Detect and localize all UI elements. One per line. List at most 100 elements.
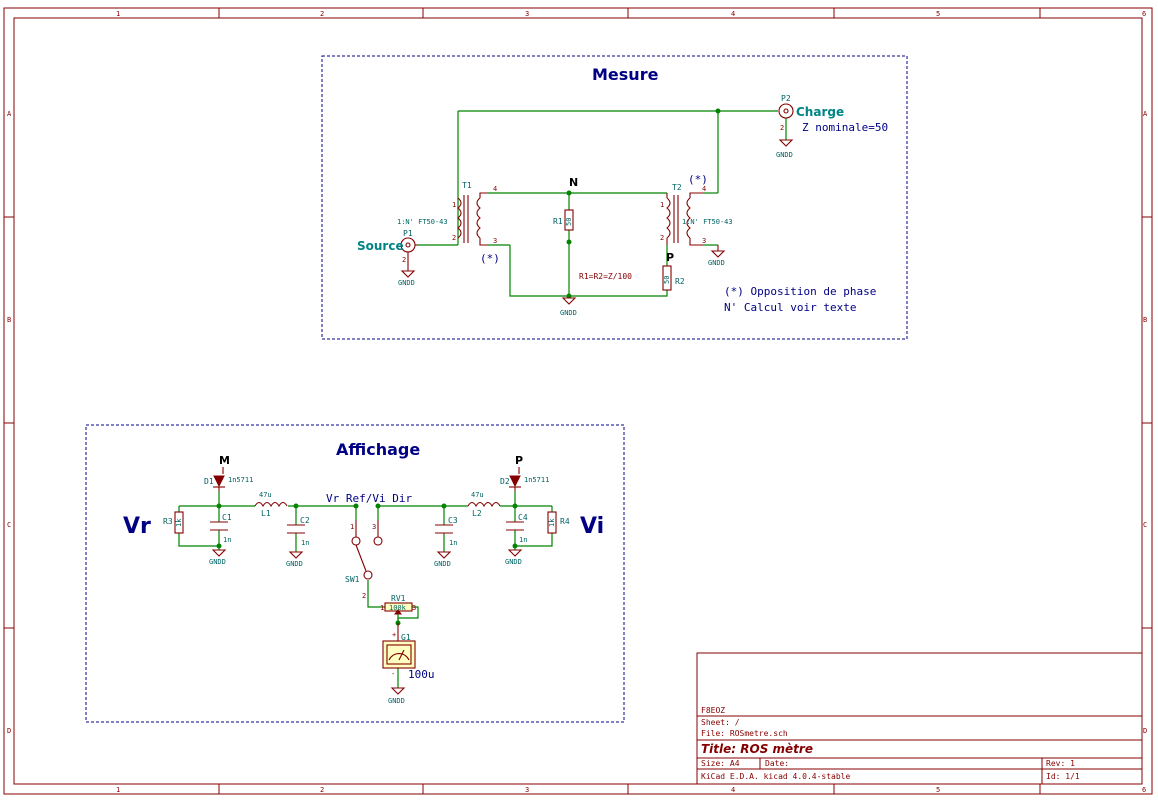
c3-ref: C3 <box>448 516 458 525</box>
title-field: Title: ROS mètre <box>701 742 813 756</box>
source-label: Source <box>357 239 404 253</box>
row-label-right-d: D <box>1143 727 1147 735</box>
d2-value: 1n5711 <box>524 476 549 484</box>
col-label-top-1: 1 <box>116 10 120 18</box>
r3-ref: R3 <box>163 517 173 526</box>
gnd-symbol: GNDD <box>708 245 726 267</box>
junction-dot <box>566 293 572 299</box>
rv1-value: 100k <box>389 604 407 612</box>
c2-ref: C2 <box>300 516 310 525</box>
svg-text:GNDD: GNDD <box>388 697 405 705</box>
r-formula-note: R1=R2=Z/100 <box>579 272 632 281</box>
inductor-l2[interactable]: 47u L2 <box>467 491 501 518</box>
gnd-symbol: GNDD <box>505 549 523 566</box>
transformer-t1[interactable]: T1 1:N' FT50-43 12 43 <box>397 181 497 246</box>
col-label-top-5: 5 <box>936 10 940 18</box>
svg-text:3: 3 <box>412 604 416 612</box>
junction-dot <box>216 543 222 549</box>
resistor-r2[interactable]: 50 R2 <box>662 265 685 291</box>
resistor-r1[interactable]: R1 50 <box>553 209 574 231</box>
inductor-l1[interactable]: 47u L1 <box>254 491 288 518</box>
resistor-r3[interactable]: R3 1k <box>163 511 184 534</box>
svg-text:GNDD: GNDD <box>434 560 451 568</box>
svg-text:2: 2 <box>402 256 406 264</box>
svg-text:GNDD: GNDD <box>398 279 415 287</box>
col-label-bottom-6: 6 <box>1142 786 1146 794</box>
phase-marker-t2: (*) <box>688 173 708 186</box>
diode-d2[interactable]: D2 1n5711 <box>500 475 549 491</box>
col-label-bottom-3: 3 <box>525 786 529 794</box>
switch-sw1[interactable]: 1 3 2 SW1 Vr Ref/Vi Dir <box>326 492 412 600</box>
capacitor-c3[interactable]: C3 1n <box>435 516 458 547</box>
source-connector-p1[interactable]: P1 Source 2 <box>357 229 418 265</box>
svg-text:2: 2 <box>780 124 784 132</box>
sw1-ref: SW1 <box>345 575 360 584</box>
svg-text:GNDD: GNDD <box>209 558 226 566</box>
sheet-frame: 1 2 3 4 5 6 1 2 3 4 5 6 A B C D A B C D <box>3 7 1153 795</box>
t1-ref: T1 <box>462 181 472 190</box>
note-phase-opposition: (*) Opposition de phase <box>724 285 876 298</box>
row-label-left-a: A <box>7 110 12 118</box>
affichage-box <box>85 424 625 723</box>
gnd-symbol: GNDD <box>286 551 304 568</box>
d1-value: 1n5711 <box>228 476 253 484</box>
capacitor-c4[interactable]: C4 1n <box>506 513 528 544</box>
svg-text:GNDD: GNDD <box>286 560 303 568</box>
junction-dot <box>293 503 299 509</box>
transformer-t2[interactable]: T2 1:N' FT50-43 12 43 <box>660 183 733 246</box>
svg-text:1: 1 <box>660 201 664 209</box>
switch-label: Vr Ref/Vi Dir <box>326 492 412 505</box>
z-nominal-note: Z nominale=50 <box>802 121 888 134</box>
svg-text:GNDD: GNDD <box>708 259 725 267</box>
resistor-r4[interactable]: R4 1k <box>547 511 570 534</box>
net-label-p-aff: P <box>515 454 523 467</box>
junction-dot <box>512 543 518 549</box>
label-vr: Vr <box>123 514 151 539</box>
d1-ref: D1 <box>204 477 214 486</box>
svg-text:3: 3 <box>372 523 376 531</box>
charge-connector-p2[interactable]: P2 Charge 2 <box>778 94 844 132</box>
net-label-p: P <box>666 251 674 264</box>
svg-text:4: 4 <box>702 185 706 193</box>
gnd-symbol: GNDD <box>388 687 406 705</box>
svg-text:GNDD: GNDD <box>505 558 522 566</box>
tool-field: KiCad E.D.A. kicad 4.0.4-stable <box>701 772 850 781</box>
c1-ref: C1 <box>222 513 232 522</box>
capacitor-c1[interactable]: C1 1n <box>210 513 232 544</box>
charge-label: Charge <box>796 105 844 119</box>
p2-ref: P2 <box>781 94 791 103</box>
company-name: F8EOZ <box>701 706 725 715</box>
t1-value: 1:N' FT50-43 <box>397 218 448 226</box>
svg-text:1: 1 <box>350 523 354 531</box>
capacitor-c2[interactable]: C2 1n <box>287 516 310 547</box>
col-label-bottom-2: 2 <box>320 786 324 794</box>
gnd-symbol: GNDD <box>560 297 577 317</box>
phase-marker-t1: (*) <box>480 252 500 265</box>
affichage-block: Affichage M P <box>85 424 625 723</box>
affichage-title: Affichage <box>336 440 420 459</box>
l1-ref: L1 <box>261 509 271 518</box>
galvanometer-g1[interactable]: G1 + - 100u <box>382 623 435 681</box>
r2-value: 50 <box>663 276 671 284</box>
t2-ref: T2 <box>672 183 682 192</box>
svg-text:3: 3 <box>493 237 497 245</box>
junction-dot <box>441 503 447 509</box>
l1-value: 47u <box>259 491 272 499</box>
junction-dot <box>353 503 359 509</box>
rev-field: Rev: 1 <box>1046 759 1075 768</box>
r1-ref: R1 <box>553 217 563 226</box>
svg-text:1: 1 <box>380 604 384 612</box>
diode-d1[interactable]: D1 1n5711 <box>204 475 253 491</box>
row-label-left-b: B <box>7 316 11 324</box>
gnd-symbol: GNDD <box>776 139 794 159</box>
row-label-right-a: A <box>1143 110 1148 118</box>
c3-value: 1n <box>449 539 457 547</box>
svg-text:GNDD: GNDD <box>776 151 793 159</box>
col-label-top-6: 6 <box>1142 10 1146 18</box>
r4-value: 1k <box>548 518 556 527</box>
id-field: Id: 1/1 <box>1046 772 1080 781</box>
g1-ref: G1 <box>401 633 411 642</box>
svg-text:+: + <box>392 631 396 639</box>
col-label-bottom-5: 5 <box>936 786 940 794</box>
